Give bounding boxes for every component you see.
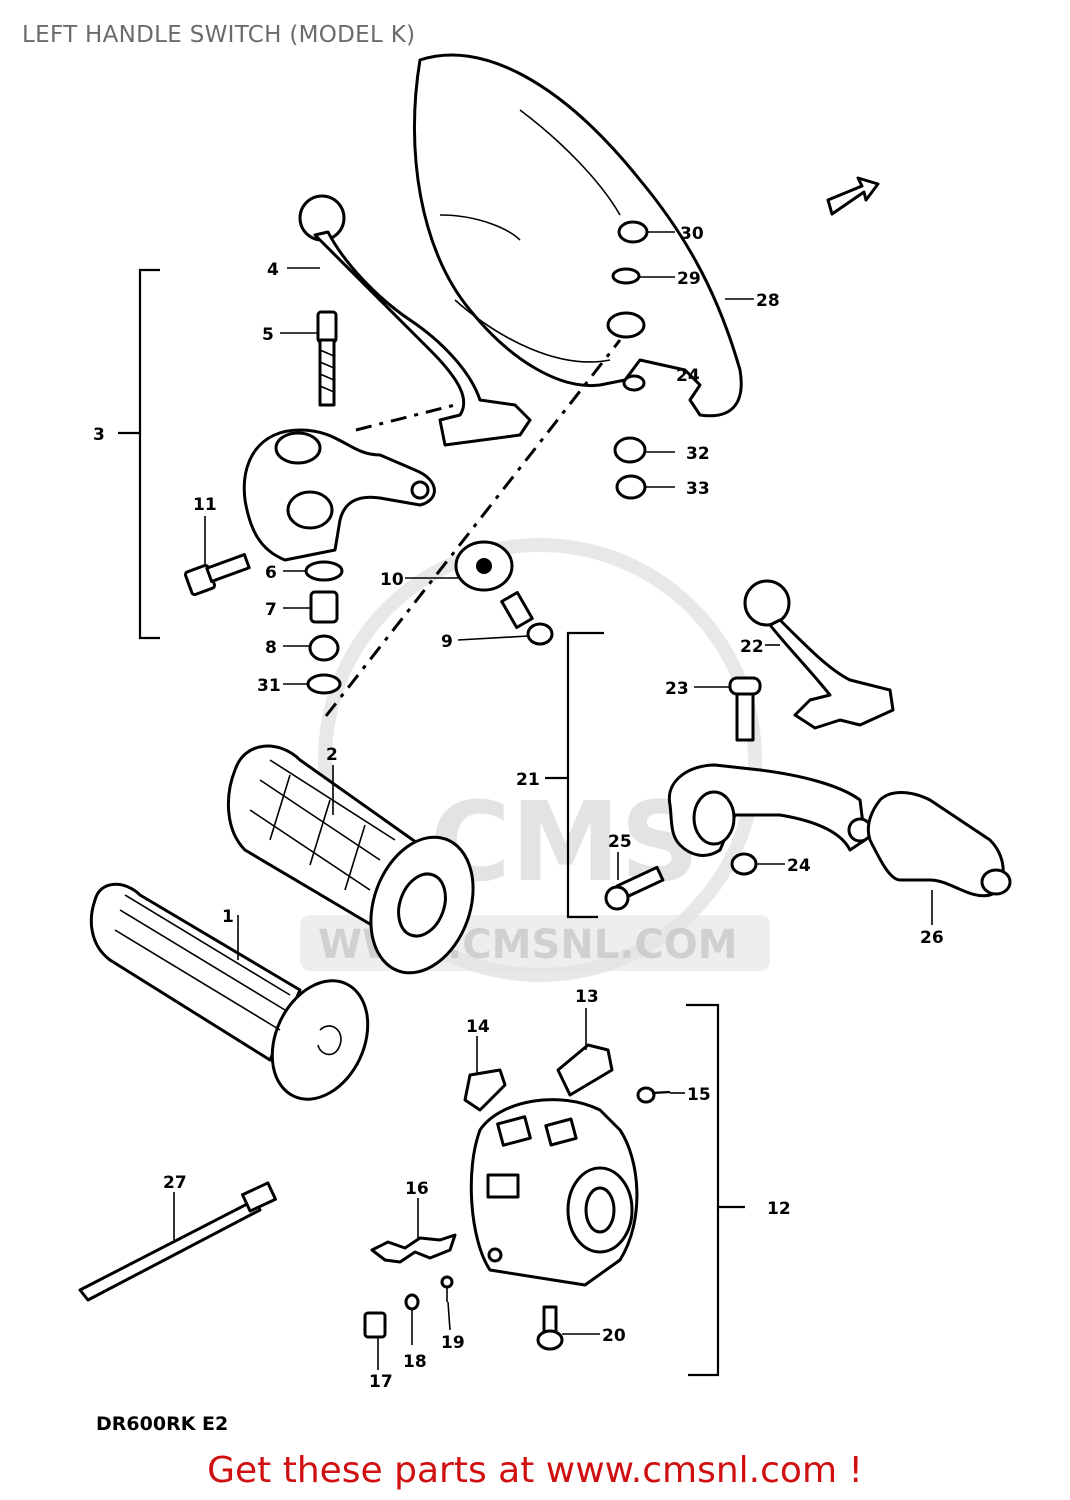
callout-5: 5 (262, 325, 274, 345)
footer-link-text: Get these parts at www.cmsnl.com ! (207, 1450, 863, 1491)
holder-bolt (183, 553, 251, 597)
switch-button (463, 1068, 507, 1112)
callout-2: 2 (326, 745, 338, 765)
callout-28: 28 (756, 291, 780, 311)
callout-31: 31 (257, 676, 281, 696)
callout-18: 18 (403, 1352, 427, 1372)
callout-33: 33 (686, 479, 710, 499)
brake-master-cylinder (866, 791, 1012, 898)
callout-4: 4 (267, 260, 279, 280)
callout-17: 17 (369, 1372, 393, 1392)
model-code: DR600RK E2 (96, 1413, 228, 1435)
handle-switch-assembly (469, 1098, 639, 1287)
forward-arrow-icon (826, 176, 880, 216)
callout-13: 13 (575, 987, 599, 1007)
callout-7: 7 (265, 600, 277, 620)
brake-holder (667, 763, 873, 857)
callout-29: 29 (677, 269, 701, 289)
lever-bolt (316, 310, 338, 407)
callout-23: 23 (665, 679, 689, 699)
callout-12: 12 (767, 1199, 791, 1219)
callout-32: 32 (686, 444, 710, 464)
adjuster-parts (454, 540, 554, 646)
hand-guard (412, 53, 743, 418)
callout-14: 14 (466, 1017, 490, 1037)
pivot-hardware-stack (304, 560, 344, 695)
master-cylinder-fasteners (604, 852, 758, 911)
contact-plate (370, 1233, 457, 1264)
callout-19: 19 (441, 1333, 465, 1353)
callout-3: 3 (93, 425, 105, 445)
leader-lines (120, 231, 933, 1370)
small-switch-parts (363, 1275, 564, 1351)
callout-11: 11 (193, 495, 217, 515)
callout-25: 25 (608, 832, 632, 852)
throttle-side-grip (226, 744, 475, 975)
brake-lever-bolt (728, 676, 762, 742)
callout-6: 6 (265, 563, 277, 583)
callout-24-upper: 24 (676, 366, 700, 386)
callout-22: 22 (740, 637, 764, 657)
cable-tie (78, 1181, 277, 1302)
parts-diagram: CMS WWW.CMSNL.COM (78, 53, 1012, 1435)
callout-1: 1 (222, 907, 234, 927)
lever-holder (242, 428, 436, 562)
callout-30: 30 (680, 224, 704, 244)
switch-knob (556, 1043, 614, 1097)
left-grip (89, 882, 370, 1101)
switch-screw (636, 1086, 671, 1104)
callout-10: 10 (380, 570, 404, 590)
callout-20: 20 (602, 1326, 626, 1346)
callout-21: 21 (516, 770, 540, 790)
callout-24-lower: 24 (787, 856, 811, 876)
callout-8: 8 (265, 638, 277, 658)
callout-27: 27 (163, 1173, 187, 1193)
page-title: LEFT HANDLE SWITCH (MODEL K) (22, 22, 416, 48)
callout-9: 9 (441, 632, 453, 652)
callout-labels: 1 2 3 4 5 6 7 8 9 10 11 12 13 14 15 16 1… (93, 224, 944, 1392)
callout-16: 16 (405, 1179, 429, 1199)
guard-hardware (606, 220, 649, 500)
callout-26: 26 (920, 928, 944, 948)
brake-lever (743, 579, 895, 730)
callout-15: 15 (687, 1085, 711, 1105)
clutch-lever (298, 194, 532, 447)
